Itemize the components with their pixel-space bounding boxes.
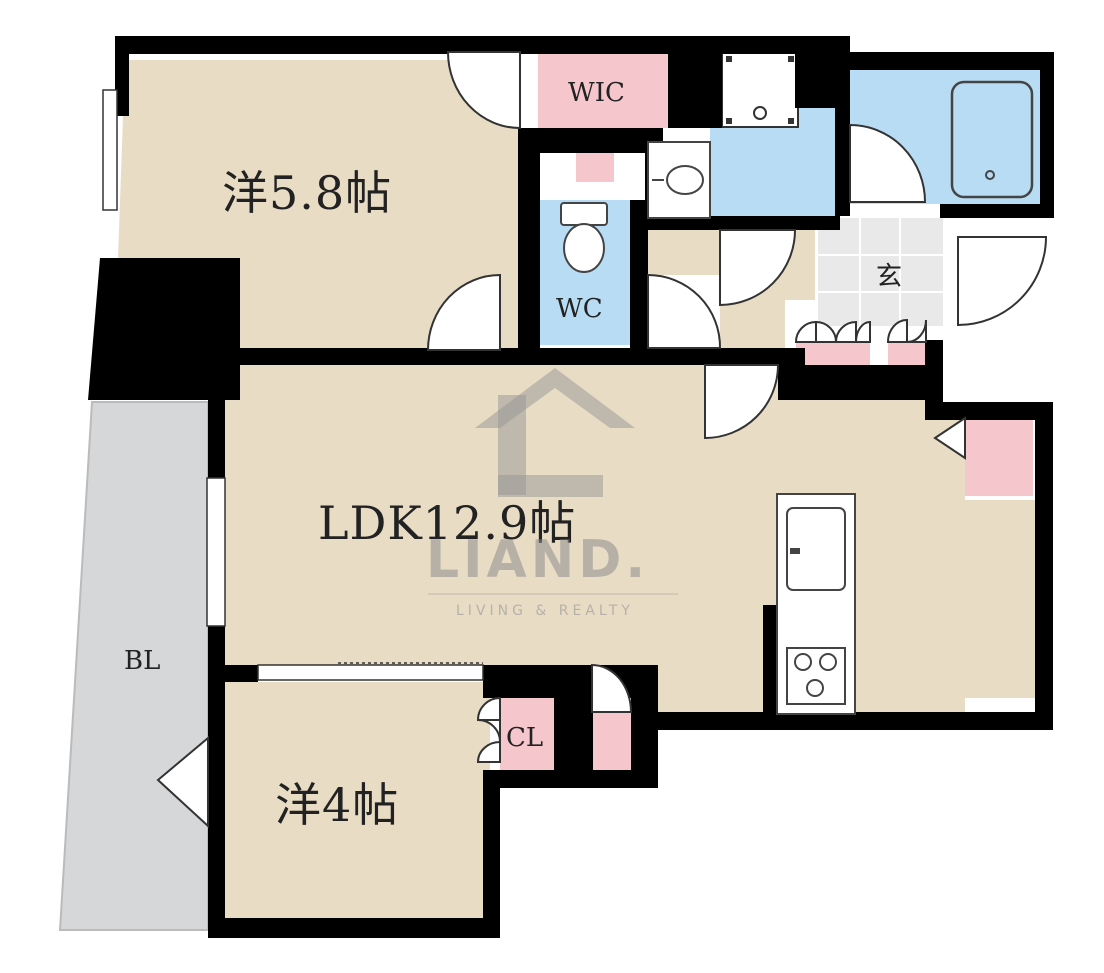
house-logo-icon <box>475 368 635 497</box>
kitchen-counter <box>776 493 856 715</box>
windows <box>102 89 226 627</box>
ldk-label: LDK12.9帖 <box>318 496 577 550</box>
wic-label: WIC <box>568 78 625 108</box>
entrance-label: 玄 <box>876 262 903 292</box>
western-room-a-floor <box>118 60 520 350</box>
folding-doors <box>476 318 927 763</box>
western-room-a-label: 洋5.8帖 <box>222 166 393 220</box>
wc-label: WC <box>556 294 603 324</box>
toilet <box>560 202 608 273</box>
sliding-door <box>257 662 484 681</box>
watermark-tagline: LIVING & REALTY <box>456 603 634 619</box>
bl-label: BL <box>124 646 161 676</box>
washer-drain <box>726 56 794 124</box>
cl-label: CL <box>506 723 544 753</box>
washer-space <box>721 51 799 128</box>
wic-floor <box>538 52 668 182</box>
western-room-b-label: 洋4帖 <box>275 778 400 832</box>
bathtub <box>950 80 1034 199</box>
entrance-tiles <box>818 218 943 326</box>
walls <box>88 36 1054 938</box>
small-storage <box>593 712 631 770</box>
kitchen-storage <box>965 420 1033 496</box>
wash-basin <box>647 141 711 219</box>
cl-floor <box>500 698 554 770</box>
watermark-name: LIAND. <box>426 530 650 590</box>
doors <box>156 51 1048 829</box>
western-room-b-floor <box>222 682 490 918</box>
